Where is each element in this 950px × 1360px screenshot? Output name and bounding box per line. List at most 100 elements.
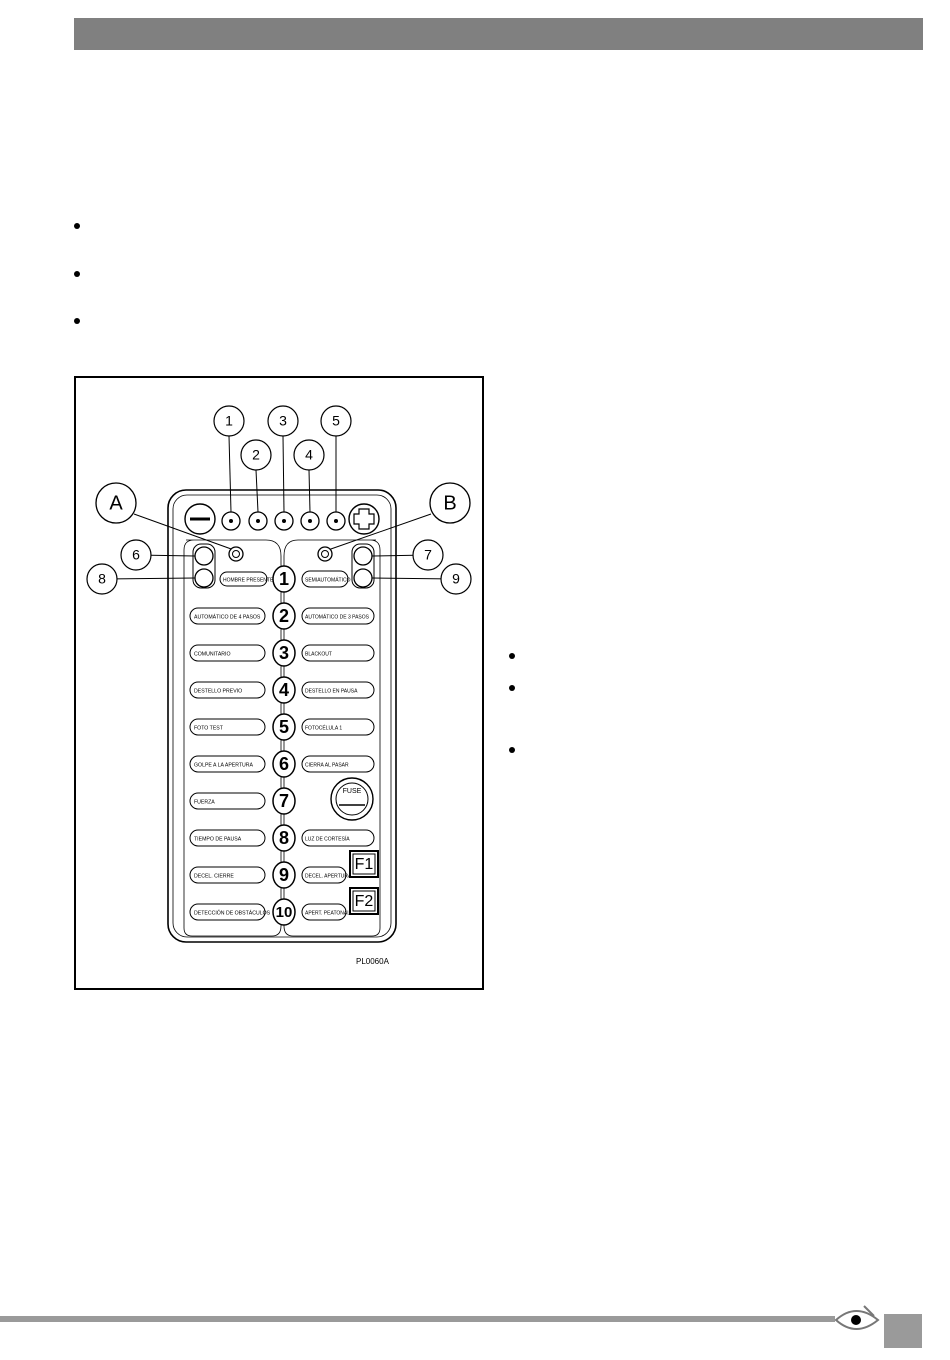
switch-label-box-left — [219, 571, 268, 587]
callout-label: 5 — [332, 413, 340, 429]
switch-number: 3 — [279, 643, 289, 663]
switch-label-box-left — [189, 718, 266, 736]
f2-inner — [352, 890, 376, 912]
plus-icon — [353, 508, 375, 530]
switch-label-right: AUTOMÁTICO DE 3 PASOS — [305, 613, 370, 620]
switch-number-circle — [272, 639, 296, 667]
switch-number: 6 — [279, 754, 289, 774]
switch-label-left: DETECCIÓN DE OBSTÁCULOS — [194, 909, 271, 916]
f1-label: F1 — [355, 856, 374, 873]
button-6 — [194, 546, 214, 566]
leader-line — [282, 435, 285, 513]
switch-label-box-left — [189, 607, 266, 625]
footer-line — [0, 1316, 835, 1322]
switch-label-right: CIERRA AL PASAR — [305, 762, 349, 768]
switch-number-circle — [272, 565, 296, 593]
header-bar — [74, 18, 923, 50]
switch-label-box-right — [301, 607, 375, 625]
switch-label-left: FOTO TEST — [194, 725, 224, 731]
switch-label-right: SEMIAUTOMÁTICO — [305, 576, 351, 583]
callout-circle — [429, 482, 471, 524]
callout-circle — [412, 539, 444, 571]
switch-label-box-left — [189, 866, 266, 884]
switch-label-right: APERT. PEATONAL — [305, 910, 350, 916]
left-zone-outline — [183, 539, 282, 937]
switch-label-left: FUERZA — [194, 799, 215, 805]
leader-line — [327, 513, 432, 551]
callout-circle — [293, 439, 325, 471]
leader-line — [308, 469, 311, 513]
button-9 — [353, 568, 373, 588]
led-inner — [321, 550, 329, 558]
switch-number: 7 — [279, 791, 289, 811]
switch-label-box-right — [301, 755, 375, 773]
f2-label: F2 — [355, 893, 374, 910]
switch-label-box-right — [301, 903, 347, 921]
fuse-holder — [330, 777, 374, 821]
fuse-inner — [335, 782, 369, 816]
callout-circle — [320, 405, 352, 437]
callout-label: A — [109, 492, 123, 514]
switch-number: 1 — [279, 569, 289, 589]
right-zone-outline — [283, 539, 381, 937]
switch-label-left: DECEL. CIERRE — [194, 873, 234, 879]
switch-label-left: AUTOMÁTICO DE 4 PASOS — [194, 613, 261, 620]
switch-number: 10 — [276, 904, 293, 921]
bullet-marker — [509, 747, 515, 753]
switch-label-box-right — [301, 866, 347, 884]
switch-label-right: BLACKOUT — [305, 651, 332, 657]
callout-label: 8 — [98, 571, 106, 587]
callout-circle — [440, 563, 472, 595]
leader-line — [228, 435, 232, 513]
led-inner — [232, 550, 240, 558]
callout-label: 4 — [305, 447, 313, 463]
f1-inner — [352, 853, 376, 875]
switch-label-right: DECEL. APERTURA — [305, 873, 352, 879]
callout-circle — [95, 482, 137, 524]
bullet-marker — [74, 318, 80, 324]
leader-line — [133, 513, 235, 551]
button-8 — [194, 568, 214, 588]
switch-label-right: LUZ DE CORTESÍA — [305, 835, 350, 842]
led-indicator — [228, 546, 244, 562]
switch-label-left: HOMBRE PRESENTE — [223, 577, 274, 583]
trimmer-dot — [308, 519, 312, 523]
switch-number-circle — [272, 898, 296, 926]
callout-label: 6 — [132, 547, 140, 563]
switch-number-circle — [272, 676, 296, 704]
switch-number: 5 — [279, 717, 289, 737]
switch-number-circle — [272, 787, 296, 815]
trimmer-dot — [282, 519, 286, 523]
switch-label-box-left — [189, 755, 266, 773]
switch-number-circle — [272, 602, 296, 630]
switch-label-right: DESTELLO EN PAUSA — [305, 688, 358, 694]
callout-label: 7 — [424, 547, 432, 563]
switch-number-circle — [272, 750, 296, 778]
switch-label-left: DESTELLO PREVIO — [194, 688, 242, 694]
switch-number: 4 — [279, 680, 289, 700]
button-7 — [353, 546, 373, 566]
bullet-marker — [74, 271, 80, 277]
f2-box — [349, 887, 379, 915]
switch-number: 2 — [279, 606, 289, 626]
switch-label-box-left — [189, 903, 266, 921]
fuse-label: FUSE — [343, 788, 362, 795]
callout-label: 1 — [225, 413, 233, 429]
callout-label: 9 — [452, 571, 460, 587]
page-number-box — [884, 1314, 922, 1348]
switch-number-circle — [272, 824, 296, 852]
callout-circle — [267, 405, 299, 437]
callout-label: 3 — [279, 413, 287, 429]
switch-label-box-right — [301, 681, 375, 699]
callout-circle — [86, 563, 118, 595]
bullet-marker — [509, 685, 515, 691]
switch-label-left: COMUNITARIO — [194, 651, 231, 657]
trimmer-dot — [229, 519, 233, 523]
switch-label-box-right — [301, 570, 349, 588]
leader-line — [255, 469, 259, 513]
switch-label-box-left — [189, 644, 266, 662]
switch-label-left: GOLPE A LA APERTURA — [194, 762, 254, 768]
callout-label: 2 — [252, 447, 260, 463]
switch-number-circle — [272, 713, 296, 741]
